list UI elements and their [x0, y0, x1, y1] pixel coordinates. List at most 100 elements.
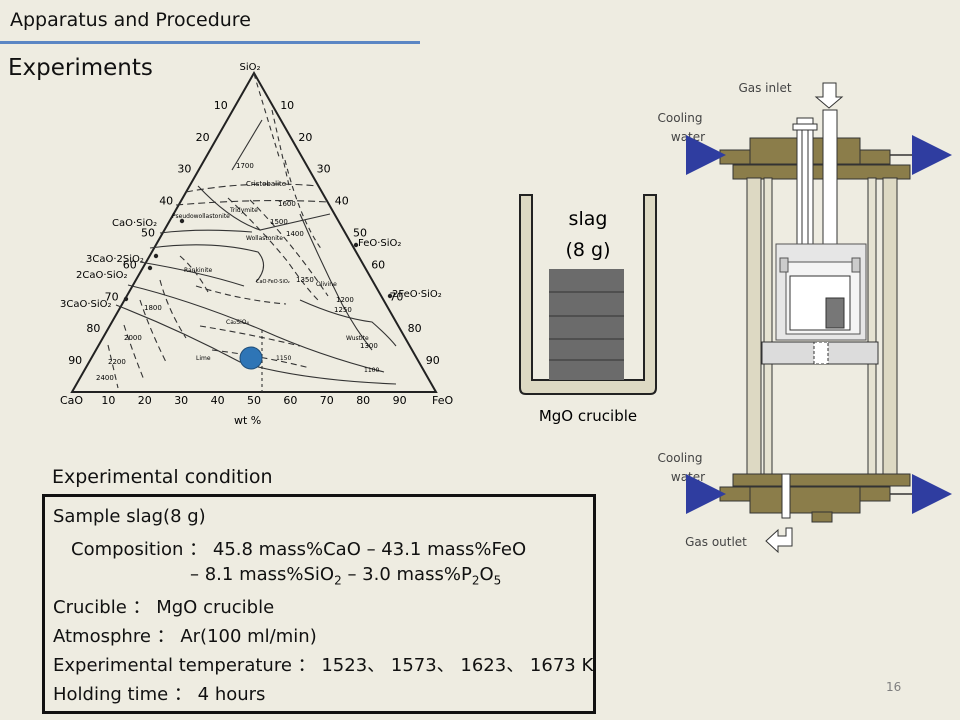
- unit-label: wt %: [234, 414, 261, 427]
- composition-line-2: – 8.1 mass%SiO2 – 3.0 mass%P2O5: [190, 564, 501, 588]
- phase-label: Cristobalite: [246, 180, 286, 188]
- section-title: Experiments: [8, 55, 153, 81]
- compound-markers: [123, 218, 393, 302]
- isotherm-label: 2000: [124, 334, 142, 342]
- top-plate: [732, 164, 911, 180]
- ternary-phase-diagram: SiO₂ CaO FeO wt % CaO·SiO₂ 3CaO·2SiO₂ 2C…: [60, 62, 453, 427]
- compound-label: 3CaO·SiO₂: [60, 299, 112, 310]
- gas-inlet-label: Gas inlet: [738, 81, 791, 95]
- temperature-line: Experimental temperature ： 1523、 1573、 1…: [53, 655, 594, 676]
- isotherm-label: 1250: [334, 306, 352, 314]
- subscript: 5: [493, 573, 502, 588]
- gas-outlet-arrow: [765, 527, 793, 554]
- header-title: Apparatus and Procedure: [10, 9, 251, 31]
- phase-label: Lime: [196, 355, 211, 362]
- phase-label: Wollastonite: [246, 235, 283, 242]
- bottom-tick-label: 80: [356, 394, 370, 407]
- composition-label: Composition ：: [71, 539, 208, 560]
- isotherm-label: 1350: [296, 276, 314, 284]
- phase-label: Ca₂SiO₄: [226, 319, 249, 326]
- isotherm-label: 1300: [360, 342, 378, 350]
- phase-boundary-lines: [107, 73, 397, 392]
- right-tick-label: 70: [389, 290, 403, 303]
- right-tick-label: 60: [371, 258, 385, 271]
- left-tick-label: 10: [214, 99, 228, 112]
- isotherm-label: 2400: [96, 374, 114, 382]
- header-rule: [0, 41, 420, 44]
- phase-label: Wustite: [346, 335, 369, 342]
- isotherm-label: 2200: [108, 358, 126, 366]
- crucible-line: Crucible ： MgO crucible: [53, 597, 275, 618]
- composition-part: – 3.0 mass%P: [341, 564, 472, 585]
- left-tick-label: 30: [177, 163, 191, 176]
- cooling-bottom-label-1: Cooling: [658, 451, 703, 465]
- bottom-tick-label: 60: [283, 394, 297, 407]
- subscript: 2: [334, 573, 342, 588]
- mgo-crucible-wall: [519, 194, 657, 395]
- right-tick-label: 30: [317, 163, 331, 176]
- compound-label: 2FeO·SiO₂: [392, 289, 442, 300]
- compound-label: FeO·SiO₂: [358, 238, 401, 249]
- composition-values-1: 45.8 mass%CaO – 43.1 mass%FeO: [212, 539, 527, 560]
- gas-outlet-tube: [781, 473, 791, 519]
- cooling-top-label-1: Cooling: [658, 111, 703, 125]
- left-column: [746, 177, 762, 476]
- holding-time-line: Holding time ： 4 hours: [53, 684, 266, 705]
- bottom-tick-label: 20: [138, 394, 152, 407]
- apex-label: SiO₂: [239, 62, 260, 73]
- left-tick-label: 80: [86, 322, 100, 335]
- isotherm-label: 1200: [336, 296, 354, 304]
- bottom-tick-label: 30: [174, 394, 188, 407]
- experimental-condition-heading: Experimental condition: [52, 466, 273, 488]
- bottom-tick-label: 50: [247, 394, 261, 407]
- crucible-label: MgO crucible: [539, 407, 637, 425]
- sample-line: Sample slag(8 g): [53, 506, 206, 527]
- bottom-tick-label: 90: [393, 394, 407, 407]
- phase-label: Tridymite: [229, 207, 258, 214]
- left-tick-label: 40: [159, 195, 173, 208]
- subscript: 2: [471, 573, 480, 588]
- atmosphere-line: Atmosphre ： Ar(100 ml/min): [53, 626, 317, 647]
- right-tick-label: 90: [426, 354, 440, 367]
- left-tick-label: 70: [105, 290, 119, 303]
- compound-label: CaO·SiO₂: [112, 218, 157, 229]
- left-tick-label: 90: [68, 354, 82, 367]
- isotherm-label: 1500: [270, 218, 288, 226]
- isotherm-label: 1700: [236, 162, 254, 170]
- phase-label: Olivine: [316, 281, 337, 288]
- slag-label: slag: [569, 208, 608, 230]
- cooling-top-label-2: water: [671, 130, 705, 144]
- bottom-tick-label: 10: [101, 394, 115, 407]
- composition-part: – 8.1 mass%SiO: [190, 564, 335, 585]
- cooling-bottom-label-2: water: [671, 470, 705, 484]
- isotherm-label: 1800: [144, 304, 162, 312]
- right-tick-label: 80: [408, 322, 422, 335]
- bottom-tick-label: 70: [320, 394, 334, 407]
- condition-box: Sample slag(8 g) Composition ： 45.8 mass…: [42, 494, 596, 714]
- bottom-plate: [732, 473, 911, 487]
- slag-mass-label: (8 g): [565, 239, 610, 261]
- furnace-apparatus: Gas inlet Cooling water Cooling water Ga…: [658, 81, 952, 554]
- right-tick-label: 20: [298, 131, 312, 144]
- composition-part: O: [479, 564, 494, 585]
- triangle-frame: [70, 70, 438, 393]
- compound-label: 3CaO·2SiO₂: [86, 254, 144, 265]
- page-number: 16: [886, 680, 902, 694]
- left-tick-label: 60: [123, 258, 137, 271]
- composition-marker: [239, 346, 263, 370]
- isotherm-label: 1150: [276, 355, 291, 362]
- phase-label: Pseudowollastonite: [172, 213, 230, 220]
- right-tick-label: 40: [335, 195, 349, 208]
- composition-line-1: Composition ： 45.8 mass%CaO – 43.1 mass%…: [71, 535, 526, 561]
- compound-label: 2CaO·SiO₂: [76, 270, 128, 281]
- slag-layer: [549, 269, 624, 380]
- right-column: [882, 177, 898, 476]
- bottom-tick-label: 40: [211, 394, 225, 407]
- isotherm-label: 1100: [364, 367, 379, 374]
- isotherm-label: 1400: [286, 230, 304, 238]
- corner-label-feo: FeO: [432, 394, 453, 407]
- bottom-axis-ticks: 10 20 30 40 50 60 70 80 90: [101, 394, 406, 407]
- isotherm-label: 1600: [278, 200, 296, 208]
